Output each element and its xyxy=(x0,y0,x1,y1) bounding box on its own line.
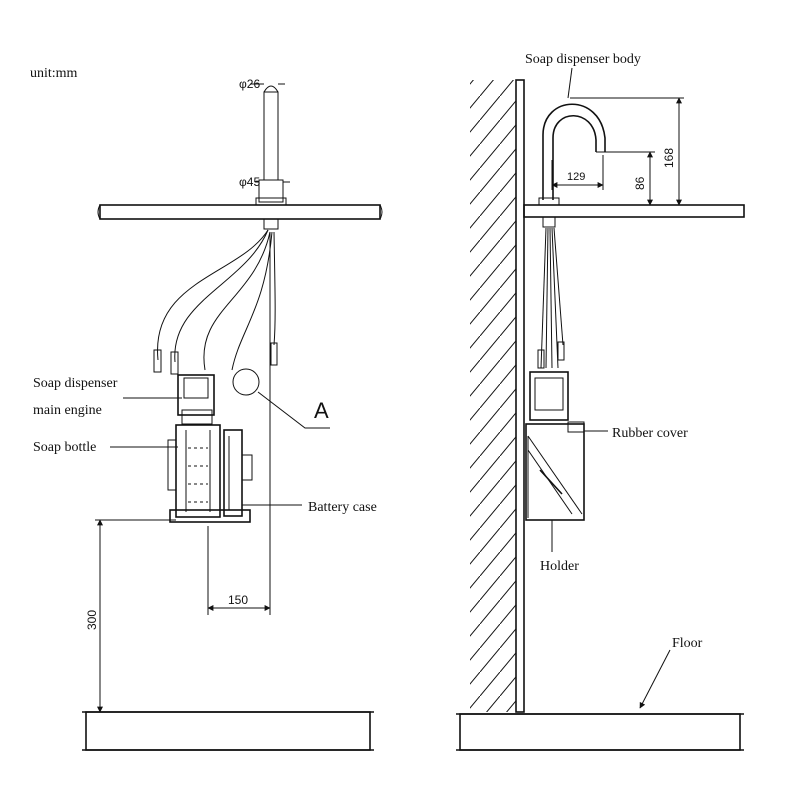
holder-left xyxy=(167,439,253,523)
hoses-left xyxy=(153,229,278,375)
unit-label: unit:mm xyxy=(30,66,78,81)
battery-case-label: Battery case xyxy=(308,500,377,515)
main-engine-left xyxy=(177,374,215,425)
detail-marker-a: A xyxy=(314,398,329,423)
counter-slab-left xyxy=(99,204,381,220)
floor-right xyxy=(456,713,744,751)
main-engine-label-line2: main engine xyxy=(33,403,102,418)
wall xyxy=(470,79,525,713)
main-engine-right xyxy=(529,371,569,421)
rubber-cover-label: Rubber cover xyxy=(612,426,688,441)
dim-300: 300 xyxy=(85,610,99,630)
right-view: Soap dispenser body 129 86 168 xyxy=(456,52,745,751)
faucet-pipe-front xyxy=(255,85,287,230)
detail-circle xyxy=(232,368,260,396)
counter-slab-right xyxy=(523,204,745,218)
floor-label: Floor xyxy=(672,636,703,651)
dim-86: 86 xyxy=(633,176,647,190)
left-view: φ26 φ45 A xyxy=(33,77,383,751)
soap-dispenser-body-label: Soap dispenser body xyxy=(525,52,641,67)
holder-label: Holder xyxy=(540,559,579,574)
pipe-diameter-top: φ26 xyxy=(239,77,260,91)
pipe-diameter-base: φ45 xyxy=(239,175,260,189)
battery-case-left xyxy=(223,429,243,517)
holder-right xyxy=(525,421,585,521)
dim-150: 150 xyxy=(228,593,248,607)
floor-left xyxy=(82,711,374,751)
soap-bottle-left xyxy=(175,424,221,518)
faucet-spout xyxy=(538,103,606,228)
main-engine-label-line1: Soap dispenser xyxy=(33,376,118,391)
dim-168: 168 xyxy=(662,148,676,168)
hoses-right xyxy=(537,227,565,369)
dim-129: 129 xyxy=(567,171,585,183)
soap-bottle-label: Soap bottle xyxy=(33,440,96,455)
